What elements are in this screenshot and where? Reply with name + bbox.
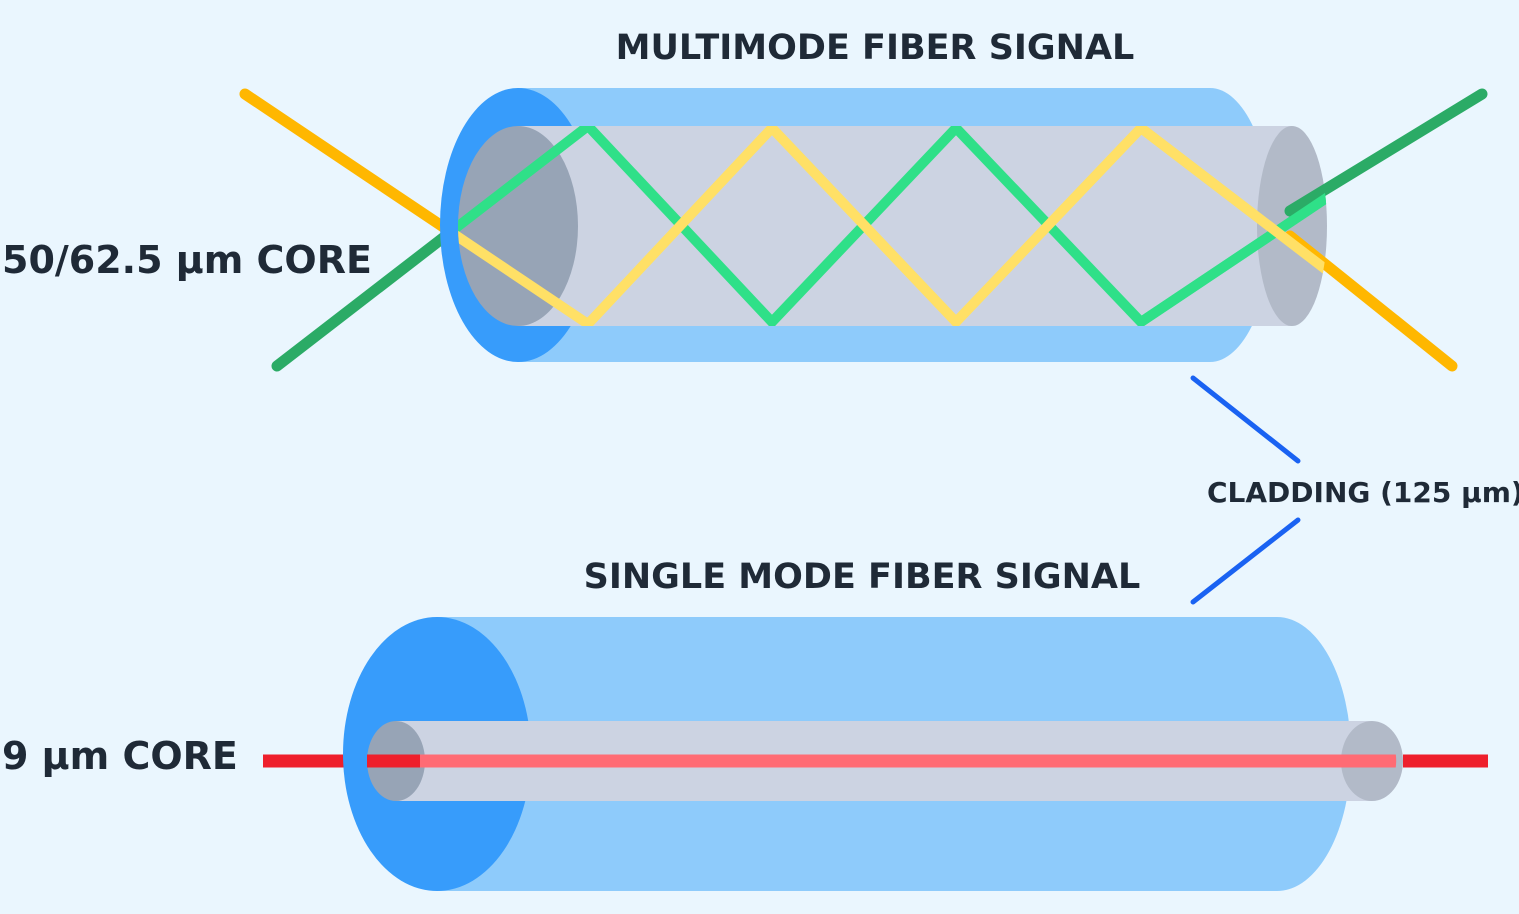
multimode-ray-green-out: [1284, 88, 1488, 217]
multimode-core-face: [458, 126, 578, 326]
cladding-leader-top: [1190, 375, 1301, 464]
cladding-callout: CLADDING (125 µm): [1190, 375, 1519, 605]
singlemode-fiber: SINGLE MODE FIBER SIGNAL 9 µm CORE: [2, 557, 1488, 891]
cladding-leader-bottom: [1190, 517, 1301, 605]
singlemode-title: SINGLE MODE FIBER SIGNAL: [584, 557, 1141, 597]
singlemode-core-label: 9 µm CORE: [2, 734, 238, 778]
multimode-core-label: 50/62.5 µm CORE: [2, 238, 372, 282]
multimode-title: MULTIMODE FIBER SIGNAL: [616, 28, 1135, 68]
cladding-label: CLADDING (125 µm): [1207, 476, 1519, 509]
multimode-fiber: MULTIMODE FIBER SIGNAL 50/62.5 µm CORE: [2, 28, 1488, 372]
